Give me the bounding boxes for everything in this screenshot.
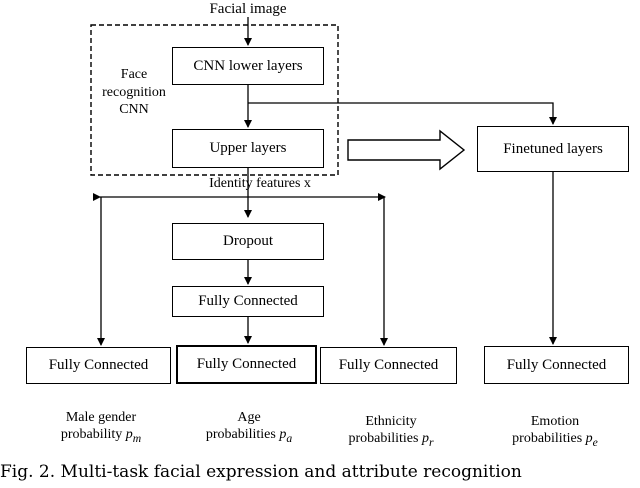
output-emotion-subscript: e: [592, 435, 598, 449]
face-recognition-group: [90, 24, 339, 176]
output-age-line2: probabilities: [205, 426, 276, 442]
fc-gender-box: Fully Connected: [26, 347, 171, 384]
arrow-to-finetuned: [248, 102, 557, 125]
output-age-subscript: a: [286, 431, 293, 445]
group-label-line3: CNN: [119, 102, 149, 117]
output-ethnicity-line1: Ethnicity: [365, 414, 417, 429]
identity-features-text: Identity features x: [209, 176, 311, 191]
output-gender: Male gender probability pm: [36, 410, 166, 446]
output-gender-symbol: p: [125, 426, 133, 442]
output-emotion-line2: probabilities: [512, 430, 583, 446]
output-gender-line2: probability: [60, 426, 123, 442]
output-emotion: Emotion probabilities pe: [490, 414, 620, 450]
upper-layers-box: Upper layers: [172, 129, 324, 168]
output-ethnicity-line2: probabilities: [348, 430, 419, 446]
output-emotion-symbol: p: [585, 430, 593, 446]
finetuned-layers-box: Finetuned layers: [477, 126, 629, 172]
fc-age-box: Fully Connected: [176, 345, 317, 384]
cnn-lower-layers-box: CNN lower layers: [172, 47, 324, 85]
fc-ethnicity-box: Fully Connected: [320, 347, 457, 384]
figure-caption: Fig. 2. Multi-task facial expression and…: [0, 462, 522, 482]
identity-features-label: Identity features x: [190, 176, 330, 193]
output-age-symbol: p: [279, 426, 287, 442]
output-ethnicity-subscript: r: [428, 435, 434, 449]
output-age-line1: Age: [237, 410, 261, 425]
output-age: Age probabilities pa: [184, 410, 314, 446]
fc-shared-box: Fully Connected: [172, 286, 324, 317]
output-gender-subscript: m: [132, 431, 142, 445]
hollow-transfer-arrow: [347, 129, 466, 171]
output-ethnicity-symbol: p: [421, 430, 429, 446]
dropout-box: Dropout: [172, 223, 324, 260]
group-label: Face recognition CNN: [94, 66, 174, 119]
group-label-line2: recognition: [102, 84, 166, 100]
output-emotion-line1: Emotion: [530, 414, 580, 429]
group-label-line1: Face: [120, 67, 148, 82]
input-label: Facial image: [209, 1, 287, 17]
fc-emotion-box: Fully Connected: [484, 346, 629, 384]
output-gender-line1: Male gender: [65, 410, 137, 425]
output-ethnicity: Ethnicity probabilities pr: [326, 414, 456, 450]
